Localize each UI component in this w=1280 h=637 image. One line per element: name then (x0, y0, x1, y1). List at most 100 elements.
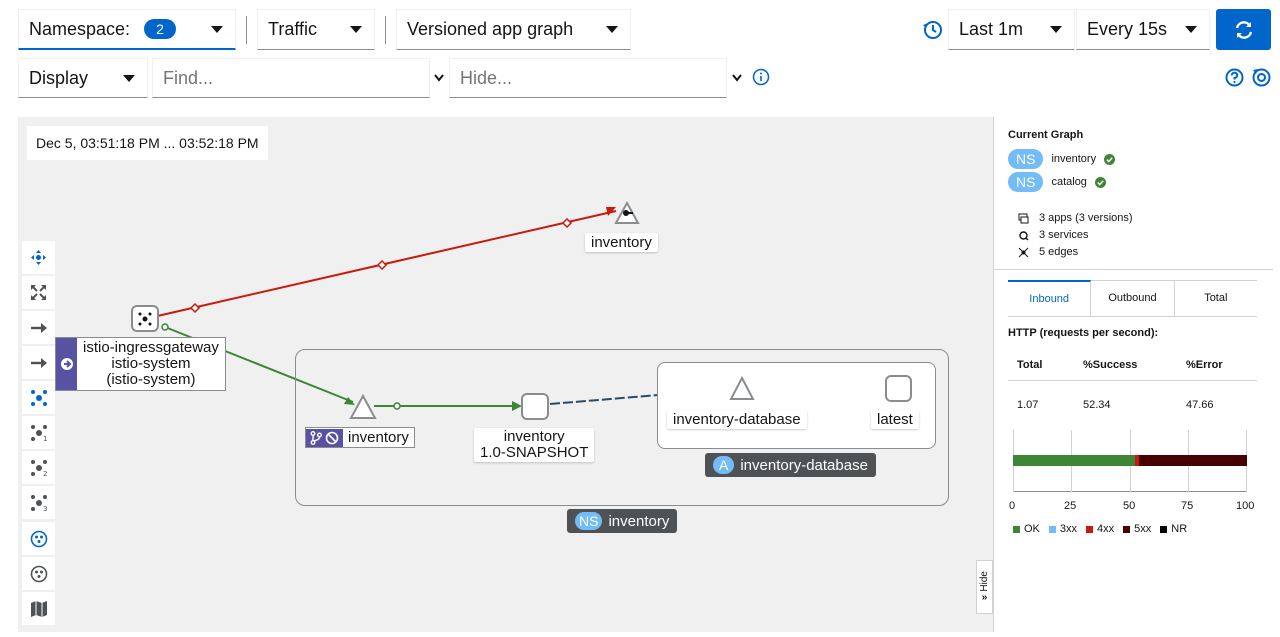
hide-panel-label: Hide (979, 571, 990, 592)
divider (246, 16, 247, 44)
namespace-row-catalog: NS catalog (1008, 172, 1106, 192)
chevron-down-icon (1050, 26, 1062, 33)
inventory-version-label: inventory 1.0-SNAPSHOT (474, 428, 595, 462)
replay-icon[interactable] (1251, 67, 1272, 93)
sync-icon (1235, 20, 1252, 39)
inventory-version-app: inventory (503, 428, 565, 445)
namespace-layout-alt-icon[interactable] (22, 557, 55, 590)
chevron-down-icon (1185, 26, 1197, 33)
namespace-name: inventory (1051, 153, 1097, 165)
value-total: 1.07 (1017, 399, 1039, 411)
latest-node[interactable] (885, 375, 912, 402)
legend-5xx: 5xx (1123, 523, 1151, 535)
expand-icon[interactable] (22, 276, 55, 309)
layout-2-icon[interactable]: 2 (22, 451, 55, 484)
header-total: Total (1017, 359, 1043, 371)
edges-icon (1018, 247, 1029, 257)
chevron-down-icon (434, 74, 444, 82)
edges-stat: 5 edges (1018, 246, 1078, 258)
help-icon[interactable] (1225, 68, 1244, 92)
time-range-label: Last 1m (959, 19, 1024, 39)
namespace-layout-icon[interactable] (22, 522, 55, 555)
arrow-right-icon[interactable] (22, 346, 55, 379)
apps-stat-text: 3 apps (3 versions) (1039, 212, 1133, 224)
legend-nr: NR (1160, 523, 1187, 535)
tab-outbound[interactable]: Outbound (1091, 280, 1175, 316)
latest-label: latest (871, 410, 919, 429)
svg-text:2: 2 (43, 470, 47, 477)
hide-input[interactable] (449, 58, 727, 98)
bar-5xx-segment (1138, 455, 1247, 466)
layout-3-icon[interactable]: 3 (22, 486, 55, 519)
tab-total[interactable]: Total (1174, 280, 1257, 316)
namespace-dropdown[interactable]: Namespace: 2 (18, 9, 236, 50)
edges-stat-text: 5 edges (1039, 246, 1079, 258)
traffic-bar-chart (1013, 430, 1247, 492)
http-section-title: HTTP (requests per second): (1008, 327, 1159, 339)
legend-ok: OK (1013, 523, 1040, 535)
history-icon[interactable] (922, 19, 944, 46)
app-box-label[interactable]: A inventory-database (705, 453, 876, 477)
info-icon[interactable] (752, 68, 770, 91)
apps-icon (1018, 213, 1029, 223)
branch-blocked-icon (306, 428, 343, 447)
gateway-node[interactable] (131, 305, 159, 332)
http-table-header: Total %Success %Error (1008, 349, 1257, 381)
gateway-entry-icon (56, 338, 77, 390)
hide-panel-toggle[interactable]: Hide » (976, 560, 993, 614)
graph-timestamp: Dec 5, 03:51:18 PM ... 03:52:18 PM (27, 126, 268, 160)
namespace-box-name: inventory (608, 512, 670, 530)
panel-divider (994, 269, 1273, 270)
refresh-button[interactable] (1216, 9, 1271, 50)
svg-text:1: 1 (43, 435, 47, 442)
map-icon[interactable] (22, 592, 55, 625)
bar-ok-segment (1013, 455, 1136, 466)
traffic-tabs: Inbound Outbound Total (1008, 280, 1257, 317)
legend-3xx: 3xx (1048, 523, 1077, 535)
gateway-label[interactable]: istio-ingressgateway istio-system (istio… (55, 337, 226, 391)
namespace-badge: NS (1008, 149, 1044, 169)
svg-text:3: 3 (43, 505, 47, 512)
inventory-version-number: 1.0-SNAPSHOT (480, 444, 589, 461)
graph-canvas[interactable]: Dec 5, 03:51:18 PM ... 03:52:18 PM NS in… (18, 117, 993, 632)
namespace-label: Namespace: (29, 18, 131, 39)
axis-tick-100: 100 (1236, 500, 1255, 512)
chart-legend: OK 3xx 4xx 5xx NR (1013, 523, 1187, 535)
namespace-count-badge: 2 (144, 19, 176, 39)
apps-stat: 3 apps (3 versions) (1018, 212, 1133, 224)
app-box-name: inventory-database (740, 456, 868, 474)
inventory-service-label[interactable]: inventory (305, 427, 415, 448)
find-input[interactable] (152, 58, 430, 98)
chevron-down-icon (211, 25, 223, 33)
namespace-badge: NS (575, 512, 603, 530)
time-range-dropdown[interactable]: Last 1m (948, 9, 1075, 50)
gateway-namespace: istio-system (111, 355, 191, 372)
traffic-dropdown[interactable]: Traffic (257, 9, 375, 50)
find-history-dropdown[interactable] (431, 58, 447, 98)
summary-panel: Current Graph NS inventory NS catalog 3 … (993, 117, 1273, 632)
chevron-down-icon (732, 74, 742, 82)
double-chevron-icon: » (981, 591, 988, 603)
inventory-top-node[interactable] (614, 200, 640, 230)
inventory-service-node[interactable] (349, 393, 377, 425)
namespace-box[interactable] (295, 349, 949, 506)
namespace-box-label[interactable]: NS inventory (567, 509, 678, 533)
arrow-right-icon[interactable] (22, 311, 55, 344)
namespace-row-inventory: NS inventory (1008, 149, 1116, 169)
hide-history-dropdown[interactable] (729, 58, 745, 98)
chevron-down-icon (123, 74, 135, 82)
divider (385, 16, 386, 44)
layout-1-icon[interactable]: 1 (22, 416, 55, 449)
axis-tick-50: 50 (1123, 500, 1136, 512)
gateway-name: istio-ingressgateway (83, 339, 219, 356)
pan-icon[interactable] (22, 241, 55, 274)
legend-4xx: 4xx (1086, 523, 1114, 535)
inventory-database-node[interactable] (729, 375, 755, 406)
graph-type-dropdown[interactable]: Versioned app graph (396, 9, 631, 50)
layout-default-icon[interactable] (22, 381, 55, 414)
tab-inbound[interactable]: Inbound (1008, 280, 1092, 316)
services-stat: 3 services (1018, 229, 1089, 241)
inventory-version-node[interactable] (521, 393, 549, 420)
refresh-interval-dropdown[interactable]: Every 15s (1076, 9, 1210, 50)
display-dropdown[interactable]: Display (18, 58, 148, 98)
